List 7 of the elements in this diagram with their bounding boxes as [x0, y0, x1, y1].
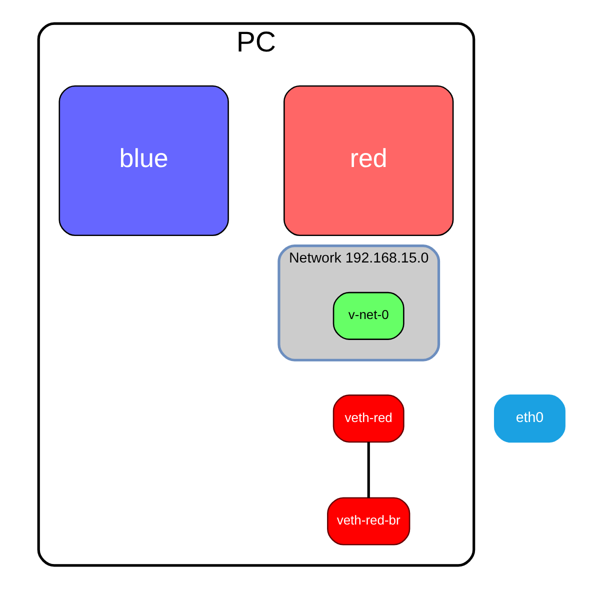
- node-box: red: [283, 85, 454, 236]
- node-box: veth-red-br: [326, 497, 410, 546]
- node-box: v-net-0: [332, 292, 404, 340]
- node-box: eth0: [494, 394, 565, 443]
- node-box: blue: [58, 85, 228, 236]
- node-box: veth-red: [332, 394, 404, 443]
- connector: [366, 442, 370, 498]
